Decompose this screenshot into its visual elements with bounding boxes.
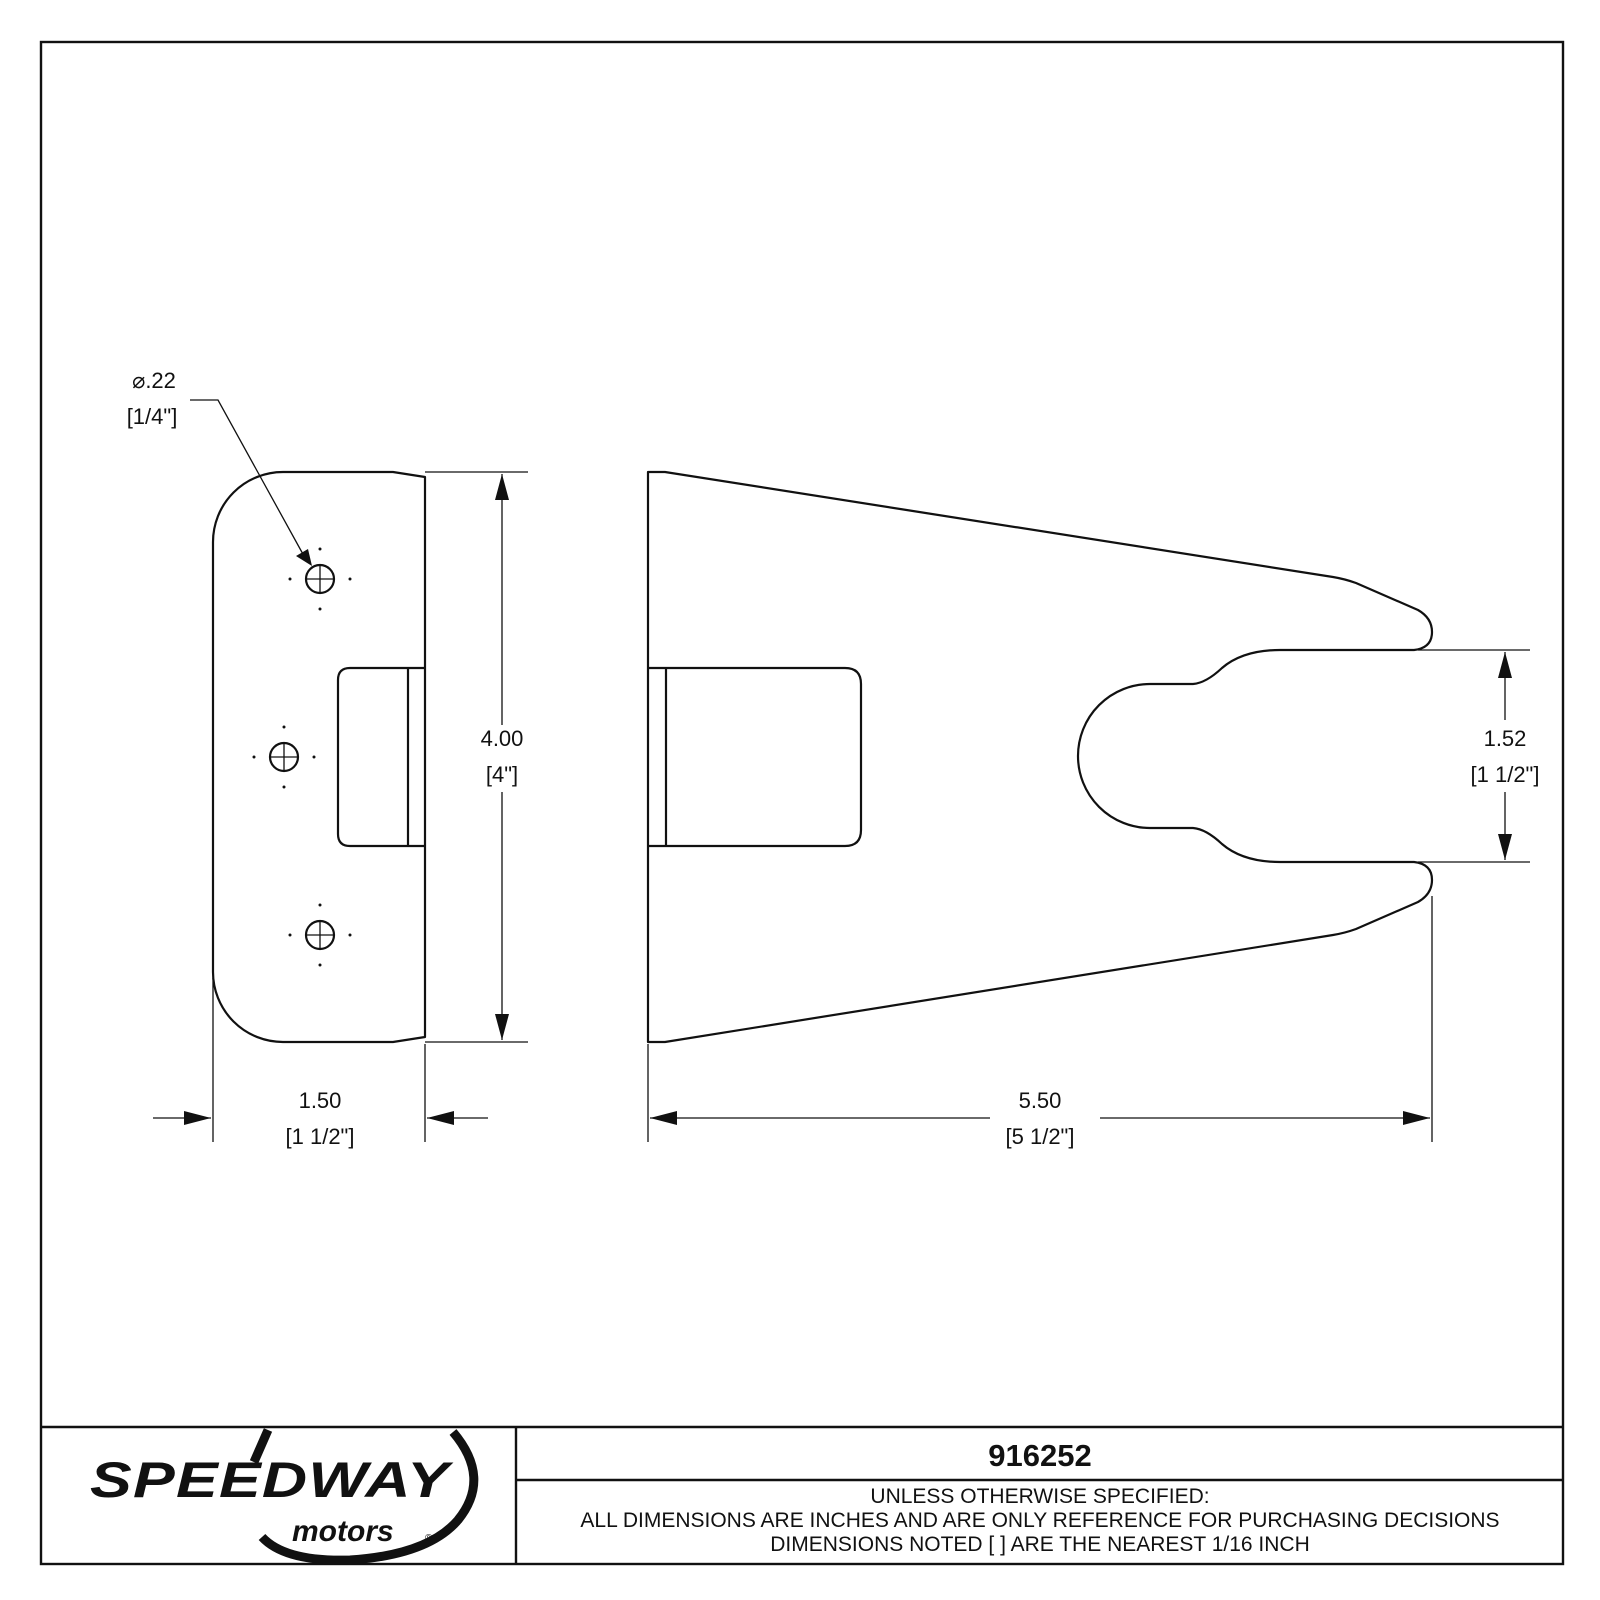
slot-dimension [1418, 649, 1530, 863]
part-number: 916252 [988, 1438, 1091, 1473]
hole-diameter-label: ⌀.22 [132, 368, 176, 393]
notes-line-2: ALL DIMENSIONS ARE INCHES AND ARE ONLY R… [580, 1509, 1499, 1532]
hole-fraction-label: [1/4"] [127, 404, 178, 429]
mounting-hole-bottom [288, 903, 352, 967]
width-dim-fraction: [1 1/2"] [286, 1124, 355, 1149]
top-view: 1.52 [1 1/2"] 5.50 [5 1/2"] [646, 470, 1540, 1149]
logo-slash [249, 1428, 273, 1464]
top-view-outline [646, 470, 1434, 1044]
logo-sub: motors [292, 1515, 394, 1548]
slot-dim-decimal: 1.52 [1484, 726, 1527, 751]
logo-registered: ® [425, 1533, 433, 1544]
mounting-hole-middle [252, 725, 316, 789]
side-view: ⌀.22 [1/4"] 4.00 [4"] 1.50 [1 1/2"] [127, 368, 528, 1149]
height-dim-decimal: 4.00 [481, 726, 524, 751]
width-dim-decimal: 1.50 [299, 1088, 342, 1113]
width-dimension [153, 978, 488, 1142]
title-block: 916252 UNLESS OTHERWISE SPECIFIED: ALL D… [41, 1425, 1563, 1564]
logo-brand: SPEEDWAY [90, 1452, 455, 1508]
side-view-tab-outline [336, 666, 425, 848]
height-dimension [425, 471, 528, 1043]
notes-line-3: DIMENSIONS NOTED [ ] ARE THE NEAREST 1/1… [770, 1533, 1310, 1556]
length-dimension [647, 896, 1433, 1142]
length-dim-decimal: 5.50 [1019, 1088, 1062, 1113]
logo-swoosh [258, 1429, 479, 1565]
length-dim-fraction: [5 1/2"] [1006, 1124, 1075, 1149]
mounting-hole-top [288, 547, 352, 611]
hole-callout-leader [190, 399, 312, 566]
side-view-outline [211, 470, 427, 1044]
slot-dim-fraction: [1 1/2"] [1471, 762, 1540, 787]
speedway-motors-logo: SPEEDWAY motors ® [90, 1428, 479, 1565]
height-dim-fraction: [4"] [486, 762, 518, 787]
notes-line-1: UNLESS OTHERWISE SPECIFIED: [870, 1485, 1209, 1508]
top-view-tab-outline [648, 666, 863, 848]
sheet-border [39, 40, 1565, 1566]
